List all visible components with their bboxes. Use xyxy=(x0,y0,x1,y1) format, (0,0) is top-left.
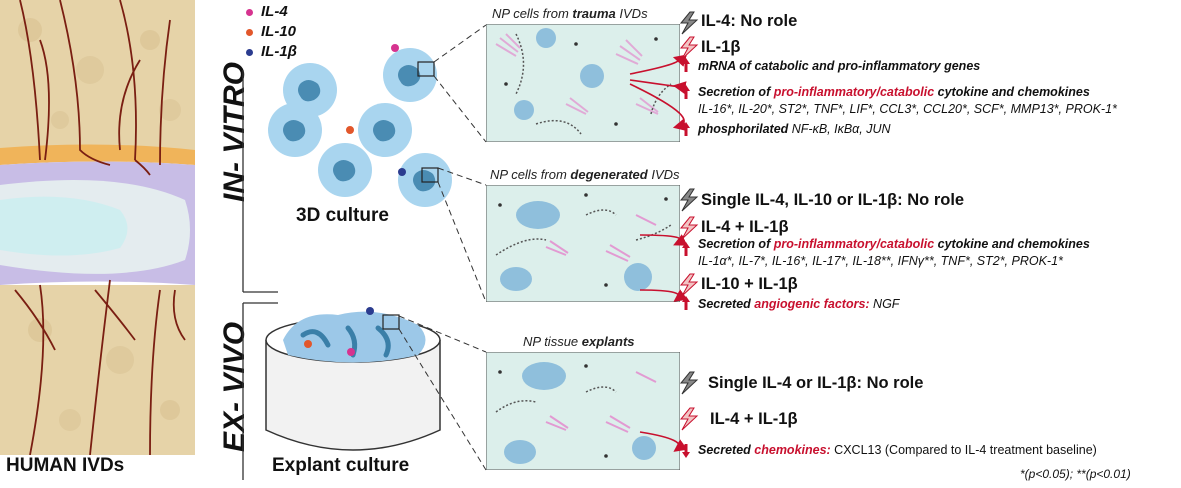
human-ivds-label: HUMAN IVDs xyxy=(6,455,125,476)
panel1-line-phospho: phosphorilated NF-κB, IκBα, JUN xyxy=(698,122,891,136)
legend-il1b-dot xyxy=(246,49,253,56)
explant-dish xyxy=(265,307,441,451)
panel2-heading-single: Single IL-4, IL-10 or IL-1β: No role xyxy=(701,191,965,209)
legend-il1b: IL-1β xyxy=(246,43,297,60)
legend-il10: IL-10 xyxy=(246,23,296,40)
panel2-angio-post: NGF xyxy=(869,297,900,311)
panel3-illustration xyxy=(486,352,680,470)
ivd-illustration xyxy=(0,0,195,455)
panel2-caption-post: IVDs xyxy=(647,167,680,182)
legend-il10-dot xyxy=(246,29,253,36)
3d-culture-cells xyxy=(268,44,452,207)
panel1-phospho-bold: phosphorilated xyxy=(698,122,789,136)
legend-il4-label: IL-4 xyxy=(261,3,288,20)
panel2-heading-il10-il1b: IL-10 + IL-1β xyxy=(701,275,798,293)
panel1-line-mrna: mRNA of catabolic and pro-inflammatory g… xyxy=(698,59,981,73)
explant-culture-label: Explant culture xyxy=(272,455,410,476)
panel2-line-cytokines: IL-1α*, IL-7*, IL-16*, IL-17*, IL-18**, … xyxy=(698,254,1063,268)
panel3-caption-pre: NP tissue xyxy=(523,334,582,349)
panel2-line-secretion: Secretion of pro-inflammatory/catabolic … xyxy=(698,237,1090,251)
panel3-heading-single: Single IL-4 or IL-1β: No role xyxy=(708,374,924,392)
legend-il10-label: IL-10 xyxy=(261,23,297,40)
panel3-chemo-red: chemokines: xyxy=(754,443,831,457)
panel1-caption-post: IVDs xyxy=(615,6,648,21)
panel2-line-angiogenic: Secreted angiogenic factors: NGF xyxy=(698,297,899,311)
panel2-caption: NP cells from degenerated IVDs xyxy=(490,167,680,182)
panel3-chemo-pre: Secreted xyxy=(698,443,755,457)
legend-il4: IL-4 xyxy=(246,3,288,20)
panel3-heading-il4-il1b: IL-4 + IL-1β xyxy=(710,410,798,428)
legend-il1b-label: IL-1β xyxy=(261,43,297,60)
panel1-phospho-rest: NF-κB, IκBα, JUN xyxy=(788,122,891,136)
panel1-line-cytokines: IL-16*, IL-20*, ST2*, TNF*, LIF*, CCL3*,… xyxy=(698,102,1117,116)
panel1-line-secretion: Secretion of pro-inflammatory/catabolic … xyxy=(698,85,1090,99)
panel1-caption-bold: trauma xyxy=(572,6,616,21)
panel2-angio-pre: Secreted xyxy=(698,297,755,311)
panel1-secretion-pre: Secretion of xyxy=(698,85,774,99)
panel1-secretion-post: cytokine and chemokines xyxy=(934,85,1090,99)
panel2-angio-red: angiogenic factors: xyxy=(754,297,870,311)
3d-culture-label: 3D culture xyxy=(296,205,389,226)
legend-il4-dot xyxy=(246,9,253,16)
panel2-illustration xyxy=(486,185,680,302)
panel2-secretion-pre: Secretion of xyxy=(698,237,774,251)
panel3-line-chemokines: Secreted chemokines: CXCL13 (Compared to… xyxy=(698,443,1097,457)
panel2-caption-bold: degenerated xyxy=(570,167,648,182)
panel2-secretion-post: cytokine and chemokines xyxy=(934,237,1090,251)
panel2-caption-pre: NP cells from xyxy=(490,167,571,182)
panel1-secretion-red: pro-inflammatory/catabolic xyxy=(773,85,935,99)
panel1-caption-pre: NP cells from xyxy=(492,6,573,21)
panel1-heading-il1b: IL-1β xyxy=(701,38,741,56)
significance-footnote: *(p<0.05); **(p<0.01) xyxy=(1020,467,1131,481)
panel1-caption: NP cells from trauma IVDs xyxy=(492,6,648,21)
panel3-caption: NP tissue explants xyxy=(523,334,635,349)
panel3-caption-bold: explants xyxy=(581,334,635,349)
panel2-secretion-red: pro-inflammatory/catabolic xyxy=(773,237,935,251)
panel1-heading-il4: IL-4: No role xyxy=(701,12,798,30)
panel3-chemo-post: CXCL13 (Compared to IL-4 treatment basel… xyxy=(830,443,1097,457)
panel2-heading-il4-il1b: IL-4 + IL-1β xyxy=(701,218,789,236)
